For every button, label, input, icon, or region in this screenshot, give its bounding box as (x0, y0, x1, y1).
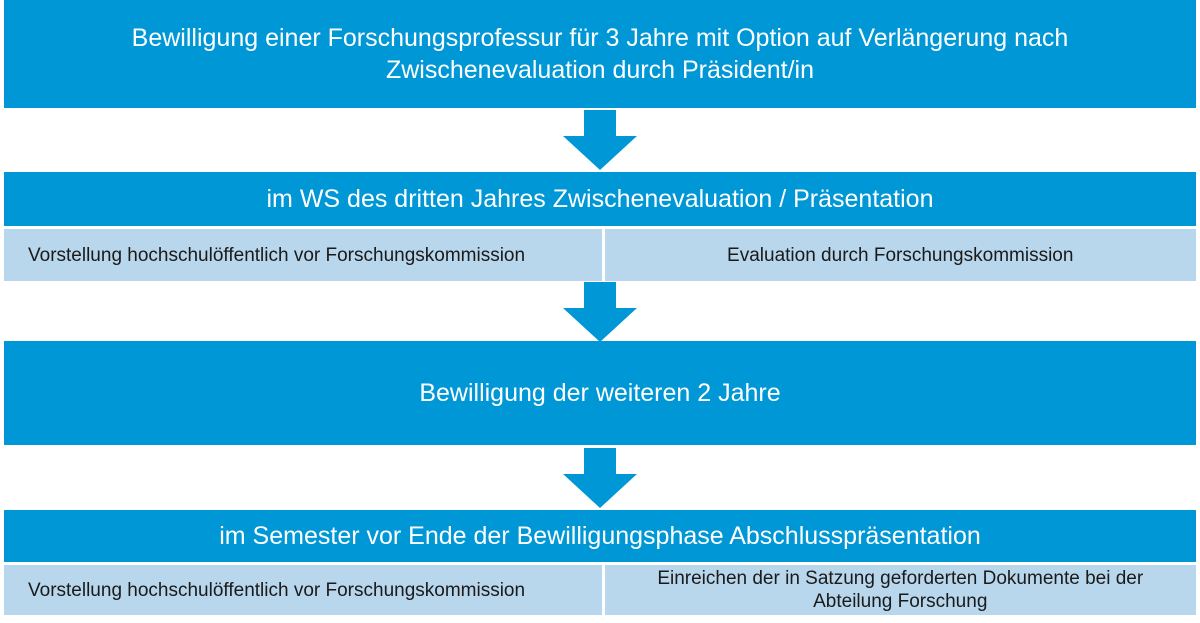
step-2-detail-presentation: Vorstellung hochschulöffentlich vor Fors… (4, 229, 602, 281)
step-4-detail-documents: Einreichen der in Satzung geforderten Do… (604, 565, 1196, 615)
step-4-detail-presentation: Vorstellung hochschulöffentlich vor Fors… (4, 565, 602, 615)
step-4-detail-presentation-text: Vorstellung hochschulöffentlich vor Fors… (28, 579, 526, 601)
step-2-detail-evaluation: Evaluation durch Forschungskommission (604, 229, 1196, 281)
step-2-box: im WS des dritten Jahres Zwischenevaluat… (4, 172, 1196, 226)
step-2-details: Vorstellung hochschulöffentlich vor Fors… (4, 229, 1196, 281)
down-arrow-icon (563, 448, 637, 508)
step-3-text: Bewilligung der weiteren 2 Jahre (419, 378, 781, 407)
step-4-details: Vorstellung hochschulöffentlich vor Fors… (4, 565, 1196, 615)
step-4-box: im Semester vor Ende der Bewilligungspha… (4, 510, 1196, 562)
step-1-text: Bewilligung einer Forschungsprofessur fü… (131, 24, 1069, 84)
step-2-text: im WS des dritten Jahres Zwischenevaluat… (266, 184, 934, 213)
down-arrow-icon (563, 282, 637, 342)
step-3-box: Bewilligung der weiteren 2 Jahre (4, 341, 1196, 445)
step-2-detail-presentation-text: Vorstellung hochschulöffentlich vor Fors… (28, 244, 526, 266)
down-arrow-icon (563, 110, 637, 170)
step-4-detail-documents-text: Einreichen der in Satzung geforderten Do… (657, 568, 1144, 612)
step-2-detail-evaluation-text: Evaluation durch Forschungskommission (727, 244, 1074, 266)
step-1-box: Bewilligung einer Forschungsprofessur fü… (4, 0, 1196, 108)
step-4-text: im Semester vor Ende der Bewilligungspha… (219, 521, 981, 550)
